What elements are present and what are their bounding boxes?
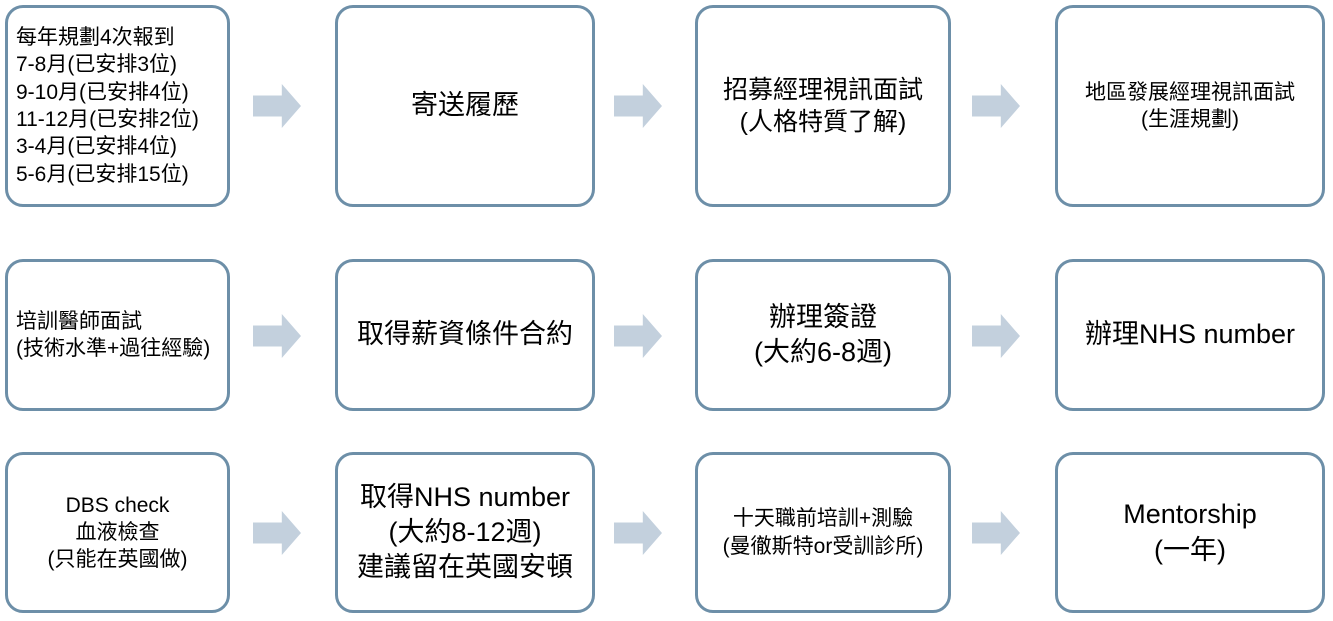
flow-node-label: 培訓醫師面試 (技術水準+過往經驗) [16, 309, 211, 360]
flow-node-r3c4[interactable]: Mentorship (一年) [1055, 452, 1325, 613]
arrow-right-icon [972, 511, 1020, 555]
arrow-right-icon [614, 84, 662, 128]
flow-node-r1c2[interactable]: 寄送履歷 [335, 5, 595, 207]
arrow-right-icon [972, 314, 1020, 358]
arrow-right-icon [253, 511, 301, 555]
flow-node-label: 寄送履歷 [411, 90, 519, 121]
arrow-right-icon [972, 84, 1020, 128]
flow-node-r1c1[interactable]: 每年規劃4次報到 7-8月(已安排3位) 9-10月(已安排4位) 11-12月… [5, 5, 230, 207]
arrow-right-icon [253, 84, 301, 128]
flow-node-label: 十天職前培訓+測驗 (曼徹斯特or受訓診所) [722, 507, 924, 558]
flow-node-label: 每年規劃4次報到 7-8月(已安排3位) 9-10月(已安排4位) 11-12月… [16, 26, 199, 186]
flow-node-r1c3[interactable]: 招募經理視訊面試 (人格特質了解) [695, 5, 951, 207]
flow-node-r3c1[interactable]: DBS check 血液檢查 (只能在英國做) [5, 452, 230, 613]
flow-node-label: 招募經理視訊面試 (人格特質了解) [722, 75, 923, 137]
arrow-right-icon [253, 314, 301, 358]
arrow-right-icon [614, 511, 662, 555]
flow-node-label: 辦理NHS number [1084, 319, 1296, 350]
flow-node-r1c4[interactable]: 地區發展經理視訊面試 (生涯規劃) [1055, 5, 1325, 207]
flow-node-label: 辦理簽證 (大約6-8週) [753, 301, 892, 367]
arrow-right-icon [614, 314, 662, 358]
flow-node-r2c1[interactable]: 培訓醫師面試 (技術水準+過往經驗) [5, 259, 230, 411]
flow-node-label: DBS check 血液檢查 (只能在英國做) [47, 493, 188, 572]
flow-node-label: 取得NHS number (大約8-12週) 建議留在英國安頓 [357, 481, 573, 583]
flow-node-label: 地區發展經理視訊面試 (生涯規劃) [1085, 80, 1295, 131]
flow-node-r3c3[interactable]: 十天職前培訓+測驗 (曼徹斯特or受訓診所) [695, 452, 951, 613]
flow-node-label: 取得薪資條件合約 [357, 319, 573, 350]
flow-node-r2c3[interactable]: 辦理簽證 (大約6-8週) [695, 259, 951, 411]
flow-node-label: Mentorship (一年) [1123, 499, 1257, 565]
flow-node-r2c2[interactable]: 取得薪資條件合約 [335, 259, 595, 411]
flow-node-r2c4[interactable]: 辦理NHS number [1055, 259, 1325, 411]
flow-node-r3c2[interactable]: 取得NHS number (大約8-12週) 建議留在英國安頓 [335, 452, 595, 613]
